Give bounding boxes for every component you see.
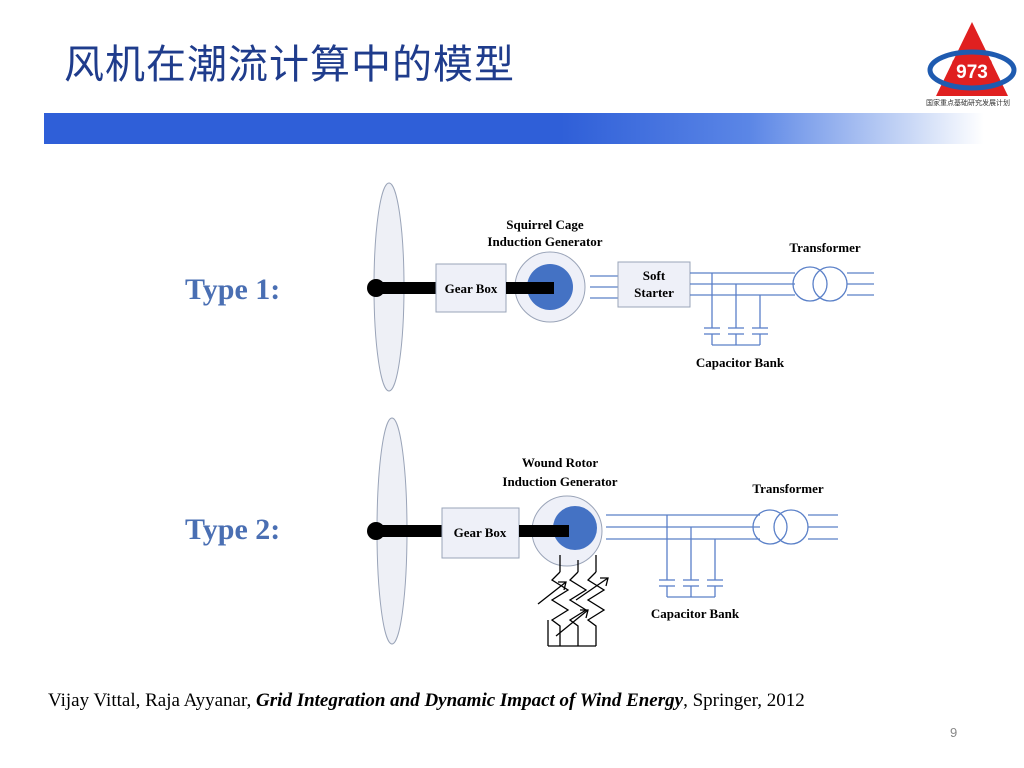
type2-label: Type 2:: [185, 513, 281, 546]
type2-gen-label1: Wound Rotor: [522, 455, 598, 470]
slide-title: 风机在潮流计算中的模型: [64, 42, 515, 88]
type1-gen-label1: Squirrel Cage: [506, 217, 584, 232]
type1-capacitor-label: Capacitor Bank: [696, 355, 785, 370]
type1-soft-label2: Starter: [634, 285, 674, 300]
type1-transformer-label: Transformer: [789, 240, 860, 255]
973-logo: 973: [927, 22, 1017, 96]
type1-gen-lines: [590, 275, 618, 299]
type1-shaft: [376, 282, 438, 294]
type2-capacitor-label: Capacitor Bank: [651, 606, 740, 621]
type2-transformer-label: Transformer: [752, 481, 823, 496]
citation-authors: Vijay Vittal, Raja Ayyanar,: [48, 690, 257, 711]
type2-gen-label2: Induction Generator: [502, 474, 617, 489]
logo-subtitle: 国家重点基础研究发展计划: [926, 99, 1010, 107]
type2-diagram: Gear Box Wound Rotor Induction Generator: [367, 417, 838, 647]
page-number: 9: [950, 725, 958, 740]
logo-ring: [927, 49, 1017, 91]
type2-shaft: [376, 525, 444, 537]
type2-gearbox-label: Gear Box: [454, 525, 507, 540]
title-banner: [44, 113, 984, 144]
type2-rotor: [553, 506, 597, 550]
type1-bus-lines: [690, 266, 874, 346]
type2-bus-lines: [606, 509, 838, 598]
type1-gearbox: [435, 263, 507, 313]
type2-rotor-resistors: [537, 555, 609, 647]
type1-gearbox-label: Gear Box: [445, 281, 498, 296]
type1-label: Type 1:: [185, 273, 281, 306]
type2-gearbox: [441, 507, 520, 559]
type1-shaft3: [506, 282, 554, 294]
citation-book: Grid Integration and Dynamic Impact of W…: [256, 690, 684, 711]
citation: Vijay Vittal, Raja Ayyanar, Grid Integra…: [48, 690, 805, 712]
type2-shaft2: [519, 525, 569, 537]
logo-number: 973: [956, 62, 988, 83]
citation-publisher: , Springer, 2012: [683, 690, 805, 711]
type1-diagram: Gear Box Squirrel Cage Induction Generat…: [367, 182, 874, 392]
type1-gen-label2: Induction Generator: [487, 234, 602, 249]
type1-soft-starter: [617, 261, 691, 308]
type1-soft-label1: Soft: [643, 268, 666, 283]
